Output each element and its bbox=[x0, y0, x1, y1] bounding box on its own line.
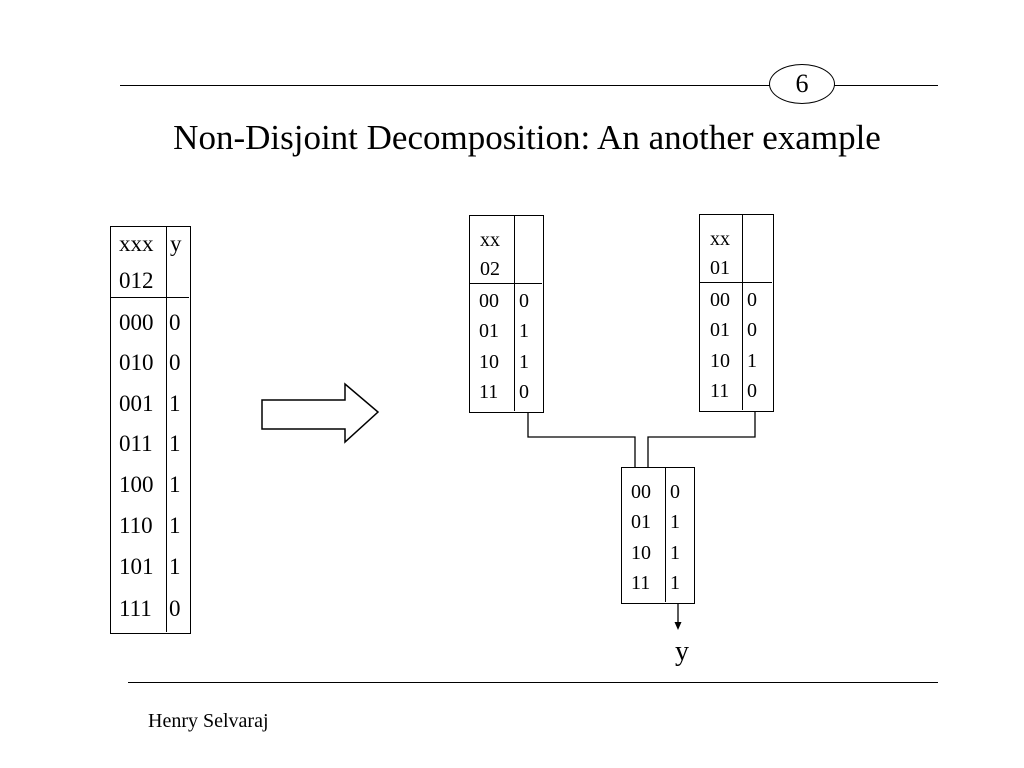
main-row-output: 1 bbox=[169, 391, 181, 416]
slide-number: 6 bbox=[769, 64, 835, 104]
main-row-input: 100 bbox=[119, 472, 154, 497]
main-truth-table: xxx 012 y 000 0 010 0 001 1 011 1 100 1 … bbox=[110, 226, 191, 634]
block-row-output: 0 bbox=[670, 481, 680, 503]
block-row-output: 0 bbox=[747, 380, 757, 402]
block-row-input: 00 bbox=[710, 289, 730, 311]
main-header-output: y bbox=[170, 231, 182, 256]
main-row-output: 0 bbox=[169, 310, 181, 335]
main-row-output: 1 bbox=[169, 554, 181, 579]
main-header-input-vars: xxx bbox=[119, 231, 154, 256]
block-row-input: 10 bbox=[479, 351, 499, 373]
block-row-output: 0 bbox=[747, 289, 757, 311]
block-header-vars: xx bbox=[480, 229, 500, 251]
block-header-divider bbox=[470, 283, 542, 284]
block-row-input: 01 bbox=[710, 319, 730, 341]
block-row-input: 01 bbox=[631, 511, 651, 533]
main-row-output: 0 bbox=[169, 350, 181, 375]
block-row-output: 1 bbox=[519, 320, 529, 342]
block-header-divider bbox=[700, 282, 772, 283]
main-row-input: 001 bbox=[119, 391, 154, 416]
output-label: y bbox=[675, 636, 689, 667]
wire-right-block-to-bottom bbox=[647, 412, 756, 468]
block-row-output: 1 bbox=[670, 542, 680, 564]
main-table-header-divider bbox=[111, 297, 189, 298]
block-header-indices: 02 bbox=[480, 258, 500, 280]
main-row-input: 010 bbox=[119, 350, 154, 375]
block-x0x1: xx 01 00 0 01 0 10 1 11 0 bbox=[699, 214, 774, 412]
block-column-divider bbox=[665, 468, 666, 602]
top-rule bbox=[120, 85, 938, 86]
main-row-output: 1 bbox=[169, 431, 181, 456]
block-header-indices: 01 bbox=[710, 257, 730, 279]
block-row-output: 0 bbox=[519, 381, 529, 403]
block-column-divider bbox=[514, 216, 515, 411]
slide-title: Non-Disjoint Decomposition: An another e… bbox=[173, 118, 881, 157]
block-row-output: 1 bbox=[670, 572, 680, 594]
block-row-output: 1 bbox=[747, 350, 757, 372]
main-table-column-divider bbox=[166, 227, 167, 632]
block-row-output: 0 bbox=[519, 290, 529, 312]
block-row-input: 00 bbox=[631, 481, 651, 503]
block-column-divider bbox=[742, 215, 743, 410]
block-row-input: 11 bbox=[479, 381, 499, 403]
block-row-input: 01 bbox=[479, 320, 499, 342]
main-header-input-indices: 012 bbox=[119, 268, 154, 293]
block-row-input: 11 bbox=[631, 572, 651, 594]
footer-author: Henry Selvaraj bbox=[148, 710, 269, 732]
block-row-input: 10 bbox=[710, 350, 730, 372]
block-row-output: 1 bbox=[519, 351, 529, 373]
main-row-input: 110 bbox=[119, 513, 153, 538]
bottom-rule bbox=[128, 682, 938, 683]
main-row-input: 000 bbox=[119, 310, 154, 335]
transform-arrow bbox=[261, 382, 380, 444]
main-row-input: 011 bbox=[119, 431, 153, 456]
wire-left-block-to-bottom bbox=[527, 412, 636, 468]
main-row-output: 0 bbox=[169, 596, 181, 621]
block-header-vars: xx bbox=[710, 228, 730, 250]
main-row-input: 101 bbox=[119, 554, 154, 579]
block-x0x2: xx 02 00 0 01 1 10 1 11 0 bbox=[469, 215, 544, 413]
block-row-output: 1 bbox=[670, 511, 680, 533]
main-row-output: 1 bbox=[169, 472, 181, 497]
block-row-input: 10 bbox=[631, 542, 651, 564]
block-row-input: 11 bbox=[710, 380, 730, 402]
block-row-output: 0 bbox=[747, 319, 757, 341]
block-row-input: 00 bbox=[479, 290, 499, 312]
block-combiner: 00 0 01 1 10 1 11 1 bbox=[621, 467, 695, 604]
main-row-input: 111 bbox=[119, 596, 152, 621]
output-arrowhead-icon bbox=[674, 622, 682, 630]
main-row-output: 1 bbox=[169, 513, 181, 538]
